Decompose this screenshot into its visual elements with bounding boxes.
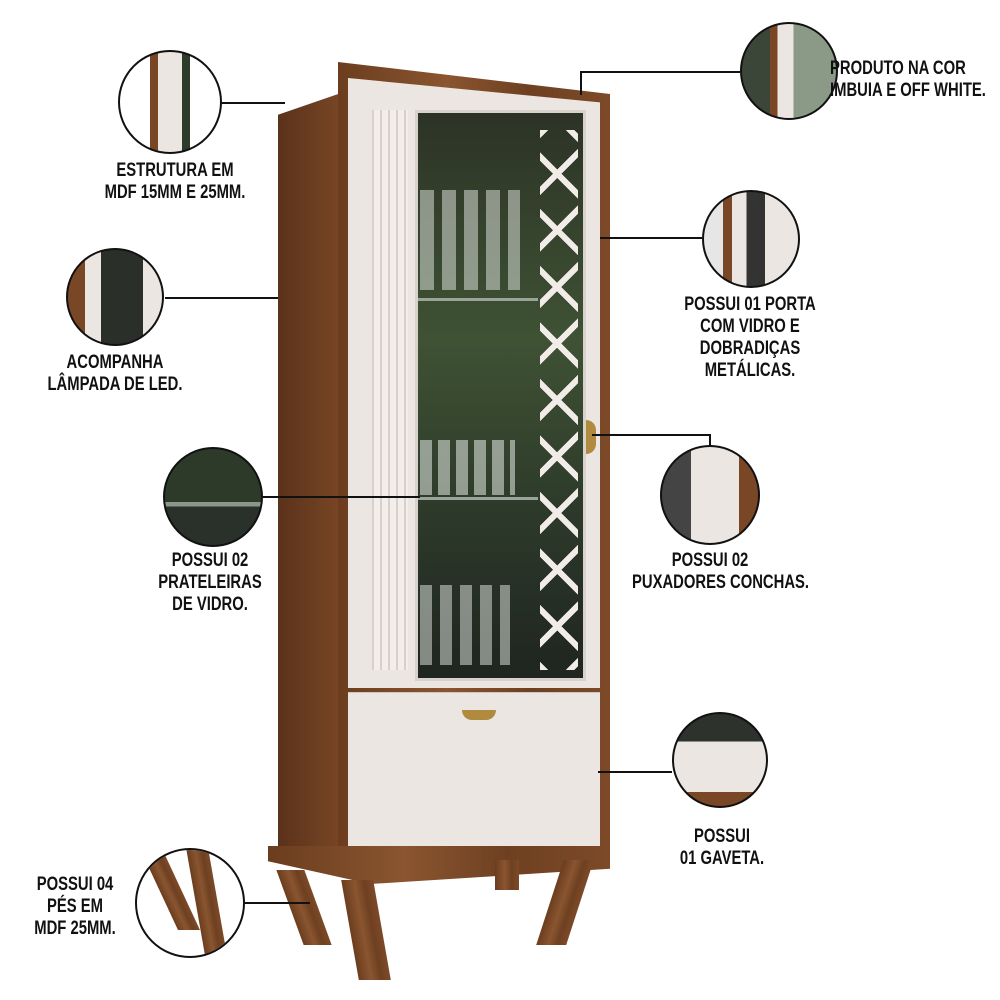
leg	[495, 860, 519, 890]
door-handle	[586, 420, 596, 454]
glass-shelf-bottom	[418, 497, 538, 500]
cabinet-side-panel	[278, 92, 344, 852]
door-grooves	[372, 110, 408, 670]
caption-puxadores: POSSUI 02 PUXADORES CONCHAS.	[632, 550, 810, 594]
caption-line: METÁLICAS.	[704, 360, 796, 381]
caption-line: POSSUI 04	[36, 874, 114, 895]
drawer-handle	[462, 710, 496, 720]
caption-porta: POSSUI 01 PORTA COM VIDRO E DOBRADIÇAS M…	[672, 294, 828, 382]
leg	[341, 880, 391, 980]
glasses-row-middle	[420, 440, 515, 495]
caption-line: DE VIDRO.	[172, 594, 248, 615]
caption-line: ESTRUTURA EM	[116, 160, 234, 181]
caption-line: POSSUI 02	[671, 550, 749, 571]
glass-shelf-top	[418, 298, 538, 301]
caption-gaveta: POSSUI 01 GAVETA.	[644, 826, 800, 870]
caption-lampada: ACOMPANHA LÂMPADA DE LED.	[37, 352, 193, 396]
caption-line: PUXADORES CONCHAS.	[632, 572, 810, 593]
detail-circle-gaveta	[672, 712, 768, 808]
caption-line: PRODUTO NA COR	[830, 58, 966, 79]
caption-line: PÉS EM	[46, 896, 104, 917]
caption-line: COM VIDRO E	[700, 316, 800, 337]
caption-line: ACOMPANHA	[66, 352, 164, 373]
leg-detail	[186, 850, 230, 956]
caption-line: LÂMPADA DE LED.	[47, 374, 183, 395]
callout-line-puxadores-vertical	[709, 434, 711, 446]
detail-circle-estrutura	[118, 50, 222, 154]
leg	[276, 870, 332, 945]
caption-estrutura: ESTRUTURA EM MDF 15MM E 25MM.	[97, 160, 253, 204]
callout-line-prateleiras	[263, 496, 420, 498]
caption-prateleiras: POSSUI 02 PRATELEIRAS DE VIDRO.	[132, 550, 288, 616]
caption-line: 01 GAVETA.	[679, 848, 765, 869]
glasses-row-top	[420, 190, 520, 290]
detail-circle-cor	[740, 22, 838, 120]
callout-line-cor	[580, 71, 740, 73]
caption-line: POSSUI 01 PORTA	[684, 294, 816, 315]
glasses-row-bottom	[420, 585, 510, 665]
detail-circle-pes	[135, 848, 245, 958]
detail-circle-lampada	[66, 248, 164, 346]
detail-circle-puxadores	[660, 445, 760, 545]
callout-line-gaveta	[598, 771, 672, 773]
detail-circle-porta	[702, 190, 800, 288]
callout-line-lampada	[165, 297, 278, 299]
caption-pes: POSSUI 04 PÉS EM MDF 25MM.	[17, 874, 134, 940]
wine-rack	[540, 130, 578, 670]
caption-line: DOBRADIÇAS	[699, 338, 801, 359]
caption-line: POSSUI 02	[171, 550, 249, 571]
caption-line: PRATELEIRAS	[158, 572, 262, 593]
callout-line-puxadores	[592, 434, 710, 436]
callout-line-porta	[600, 237, 702, 239]
callout-line-estrutura	[220, 102, 285, 104]
caption-line: IMBUIA E OFF WHITE.	[830, 80, 986, 101]
detail-circle-prateleiras	[163, 447, 263, 547]
caption-line: MDF 25MM.	[34, 918, 116, 939]
caption-cor: PRODUTO NA COR IMBUIA E OFF WHITE.	[830, 58, 986, 102]
callout-line-pes	[243, 902, 310, 904]
caption-line: POSSUI	[693, 826, 751, 847]
caption-line: MDF 15MM E 25MM.	[104, 182, 246, 203]
callout-line-cor-vertical	[580, 71, 582, 95]
